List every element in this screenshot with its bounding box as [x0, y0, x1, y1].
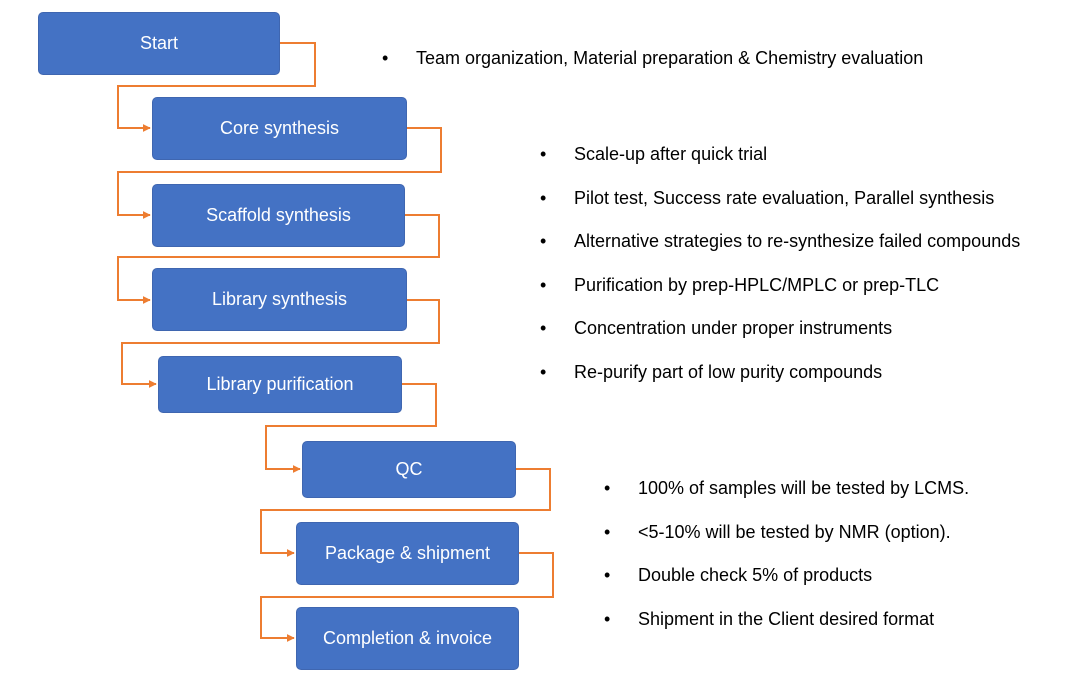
step-qc: QC	[302, 441, 516, 498]
preparation-notes: Team organization, Material preparation …	[382, 48, 923, 69]
step-core-synthesis: Core synthesis	[152, 97, 407, 160]
note-item: Concentration under proper instruments	[540, 317, 1020, 361]
step-package-shipment: Package & shipment	[296, 522, 519, 585]
connector-arrow	[260, 552, 554, 642]
step-library-synthesis: Library synthesis	[152, 268, 407, 331]
note-item: Shipment in the Client desired format	[604, 608, 969, 652]
step-library-purification: Library purification	[158, 356, 402, 413]
note-item: Re-purify part of low purity compounds	[540, 361, 1020, 405]
note-item: Team organization, Material preparation …	[382, 48, 923, 69]
step-start: Start	[38, 12, 280, 75]
note-item: <5-10% will be tested by NMR (option).	[604, 521, 969, 565]
note-item: Double check 5% of products	[604, 564, 969, 608]
step-scaffold-synthesis: Scaffold synthesis	[152, 184, 405, 247]
synthesis-notes: Scale-up after quick trial Pilot test, S…	[540, 143, 1020, 405]
connector-arrow	[260, 468, 551, 557]
connector-arrow	[117, 42, 316, 132]
connector-arrow	[117, 214, 440, 304]
step-completion-invoice: Completion & invoice	[296, 607, 519, 670]
connector-arrow	[117, 127, 442, 219]
note-item: Alternative strategies to re-synthesize …	[540, 230, 1020, 274]
note-item: Purification by prep-HPLC/MPLC or prep-T…	[540, 274, 1020, 318]
connector-arrow	[265, 383, 437, 473]
note-item: Scale-up after quick trial	[540, 143, 1020, 187]
connector-arrow	[121, 299, 440, 388]
qc-shipment-notes: 100% of samples will be tested by LCMS. …	[604, 477, 969, 651]
note-item: 100% of samples will be tested by LCMS.	[604, 477, 969, 521]
note-item: Pilot test, Success rate evaluation, Par…	[540, 187, 1020, 231]
